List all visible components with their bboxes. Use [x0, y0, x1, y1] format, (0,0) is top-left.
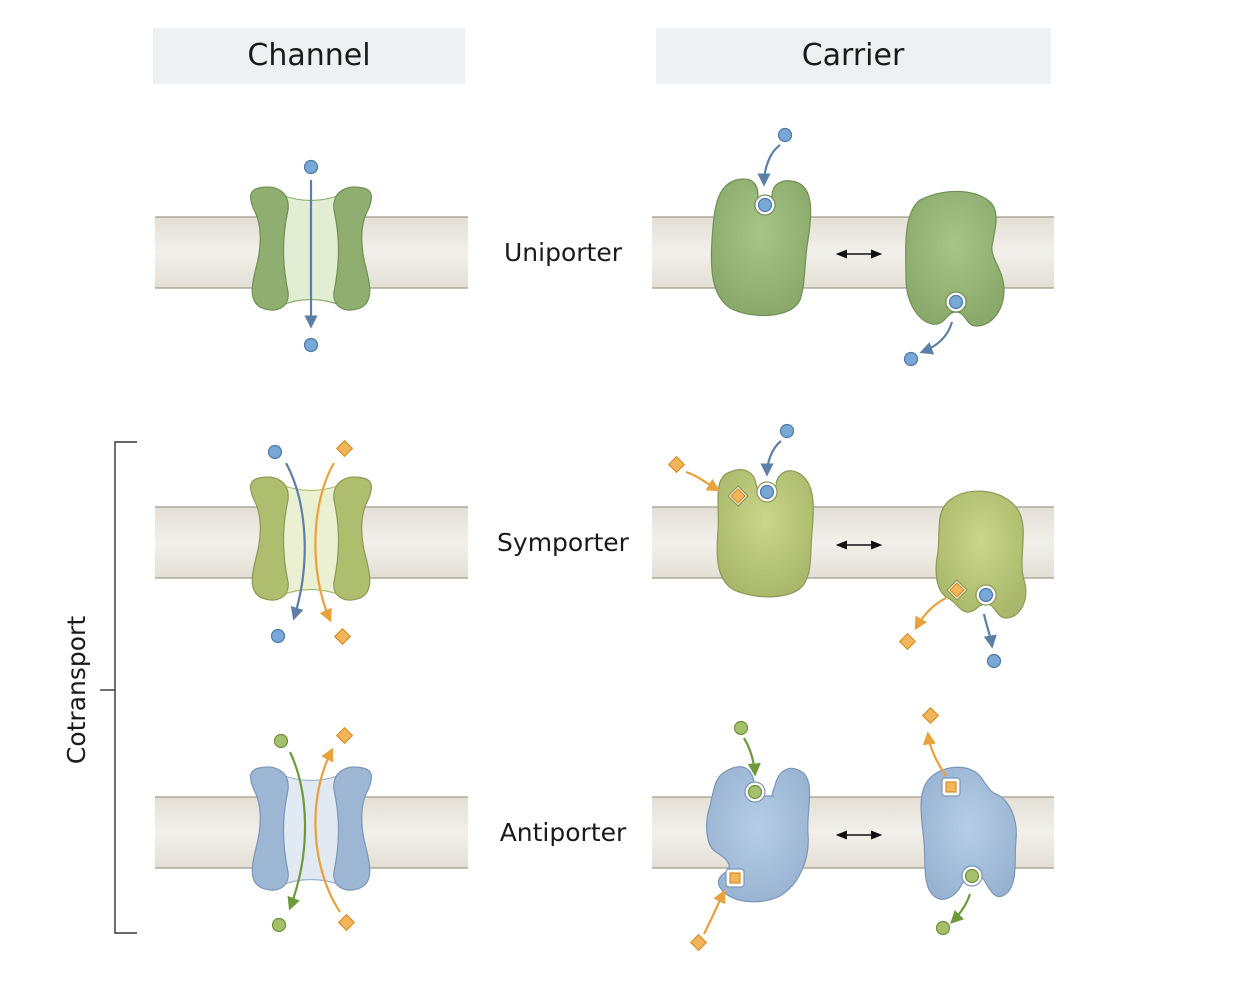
blue-solute-ball-icon — [777, 127, 793, 143]
blue-solute-ball-icon — [757, 197, 773, 213]
green-solute-ball-icon — [964, 868, 980, 884]
green-solute-ball-icon — [935, 920, 951, 936]
channel-subunit-left — [249, 476, 289, 601]
channel-header-label: Channel — [247, 38, 370, 73]
orange-solute-square-icon — [667, 455, 686, 474]
blue-arrow-icon — [757, 144, 781, 187]
antiporter-carrier-inward — [920, 706, 1017, 936]
orange-solute-square-icon — [945, 781, 957, 793]
green-solute-ball-icon — [273, 733, 289, 749]
orange-arrow-icon — [314, 747, 341, 913]
blue-arrow-icon — [285, 462, 306, 621]
channel-subunit-right — [333, 476, 373, 601]
orange-solute-square-icon — [335, 726, 354, 745]
symporter-carrier-outward — [667, 423, 814, 598]
green-arrow-icon — [950, 893, 972, 924]
channel-subunit-right — [333, 766, 373, 891]
channel-header: Channel — [153, 28, 465, 84]
green-solute-ball-icon — [747, 784, 763, 800]
blue-solute-ball-icon — [779, 423, 795, 439]
orange-solute-square-icon — [689, 933, 708, 952]
symporter-channel — [249, 439, 373, 646]
channel-header-bg — [153, 28, 465, 84]
blue-solute-ball-icon — [270, 628, 286, 644]
green-arrow-icon — [287, 751, 307, 911]
channel-subunit-left — [249, 766, 289, 891]
carrier-header: Carrier — [656, 28, 1051, 84]
blue-solute-ball-icon — [303, 337, 319, 353]
green-arrow-icon — [743, 737, 761, 777]
antiporter-channel — [249, 726, 373, 933]
orange-solute-square-icon — [333, 627, 352, 646]
cotransport-bracket: Cotransport — [62, 441, 137, 934]
carrier-protein — [920, 766, 1017, 900]
orange-solute-square-icon — [921, 706, 940, 725]
uniporter-carrier-inward — [903, 190, 1005, 367]
orange-solute-square-icon — [337, 913, 356, 932]
blue-solute-ball-icon — [948, 294, 964, 310]
orange-solute-square-icon — [730, 488, 746, 504]
blue-arrow-icon — [760, 440, 782, 477]
orange-solute-square-icon — [898, 632, 917, 651]
channel-subunit-right — [333, 186, 373, 311]
blue-solute-ball-icon — [986, 653, 1002, 669]
blue-solute-ball-icon — [303, 159, 319, 175]
channel-pore — [281, 484, 341, 596]
orange-solute-square-icon — [949, 582, 965, 598]
row-label-symporter: Symporter — [497, 528, 630, 557]
orange-solute-square-icon — [335, 439, 354, 458]
row-label-uniporter: Uniporter — [504, 238, 623, 267]
uniporter-channel — [249, 159, 373, 353]
channel-pore — [281, 774, 341, 886]
blue-solute-ball-icon — [978, 587, 994, 603]
symporter-carrier-inward — [898, 490, 1027, 669]
blue-arrow-icon — [982, 613, 997, 649]
row-label-antiporter: Antiporter — [500, 818, 627, 847]
orange-arrow-icon — [314, 462, 335, 623]
cotransport-label: Cotransport — [62, 616, 91, 764]
blue-solute-ball-icon — [759, 484, 775, 500]
orange-solute-square-icon — [729, 872, 741, 884]
green-solute-ball-icon — [271, 917, 287, 933]
blue-arrow-icon — [919, 321, 954, 355]
carrier-protein — [905, 190, 1005, 327]
antiporter-carrier-outward — [689, 720, 811, 952]
orange-arrow-icon — [685, 470, 721, 492]
green-solute-ball-icon — [733, 720, 749, 736]
channel-subunit-left — [249, 186, 289, 311]
orange-arrow-icon — [914, 597, 947, 631]
orange-arrow-icon — [703, 889, 726, 935]
blue-solute-ball-icon — [267, 444, 283, 460]
orange-arrow-icon — [922, 731, 947, 777]
uniporter-carrier-outward — [710, 127, 812, 317]
blue-solute-ball-icon — [903, 351, 919, 367]
carrier-header-bg — [656, 28, 1051, 84]
carrier-header-label: Carrier — [802, 38, 905, 73]
